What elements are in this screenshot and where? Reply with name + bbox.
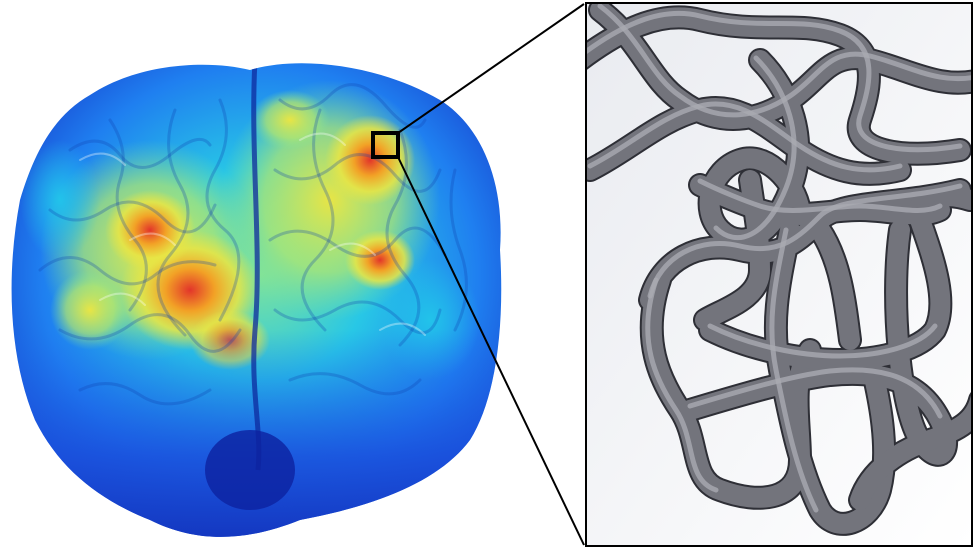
tube-network-panel bbox=[580, 3, 975, 546]
zoom-line-top bbox=[398, 4, 584, 133]
brain-heatmap-image bbox=[0, 50, 520, 557]
